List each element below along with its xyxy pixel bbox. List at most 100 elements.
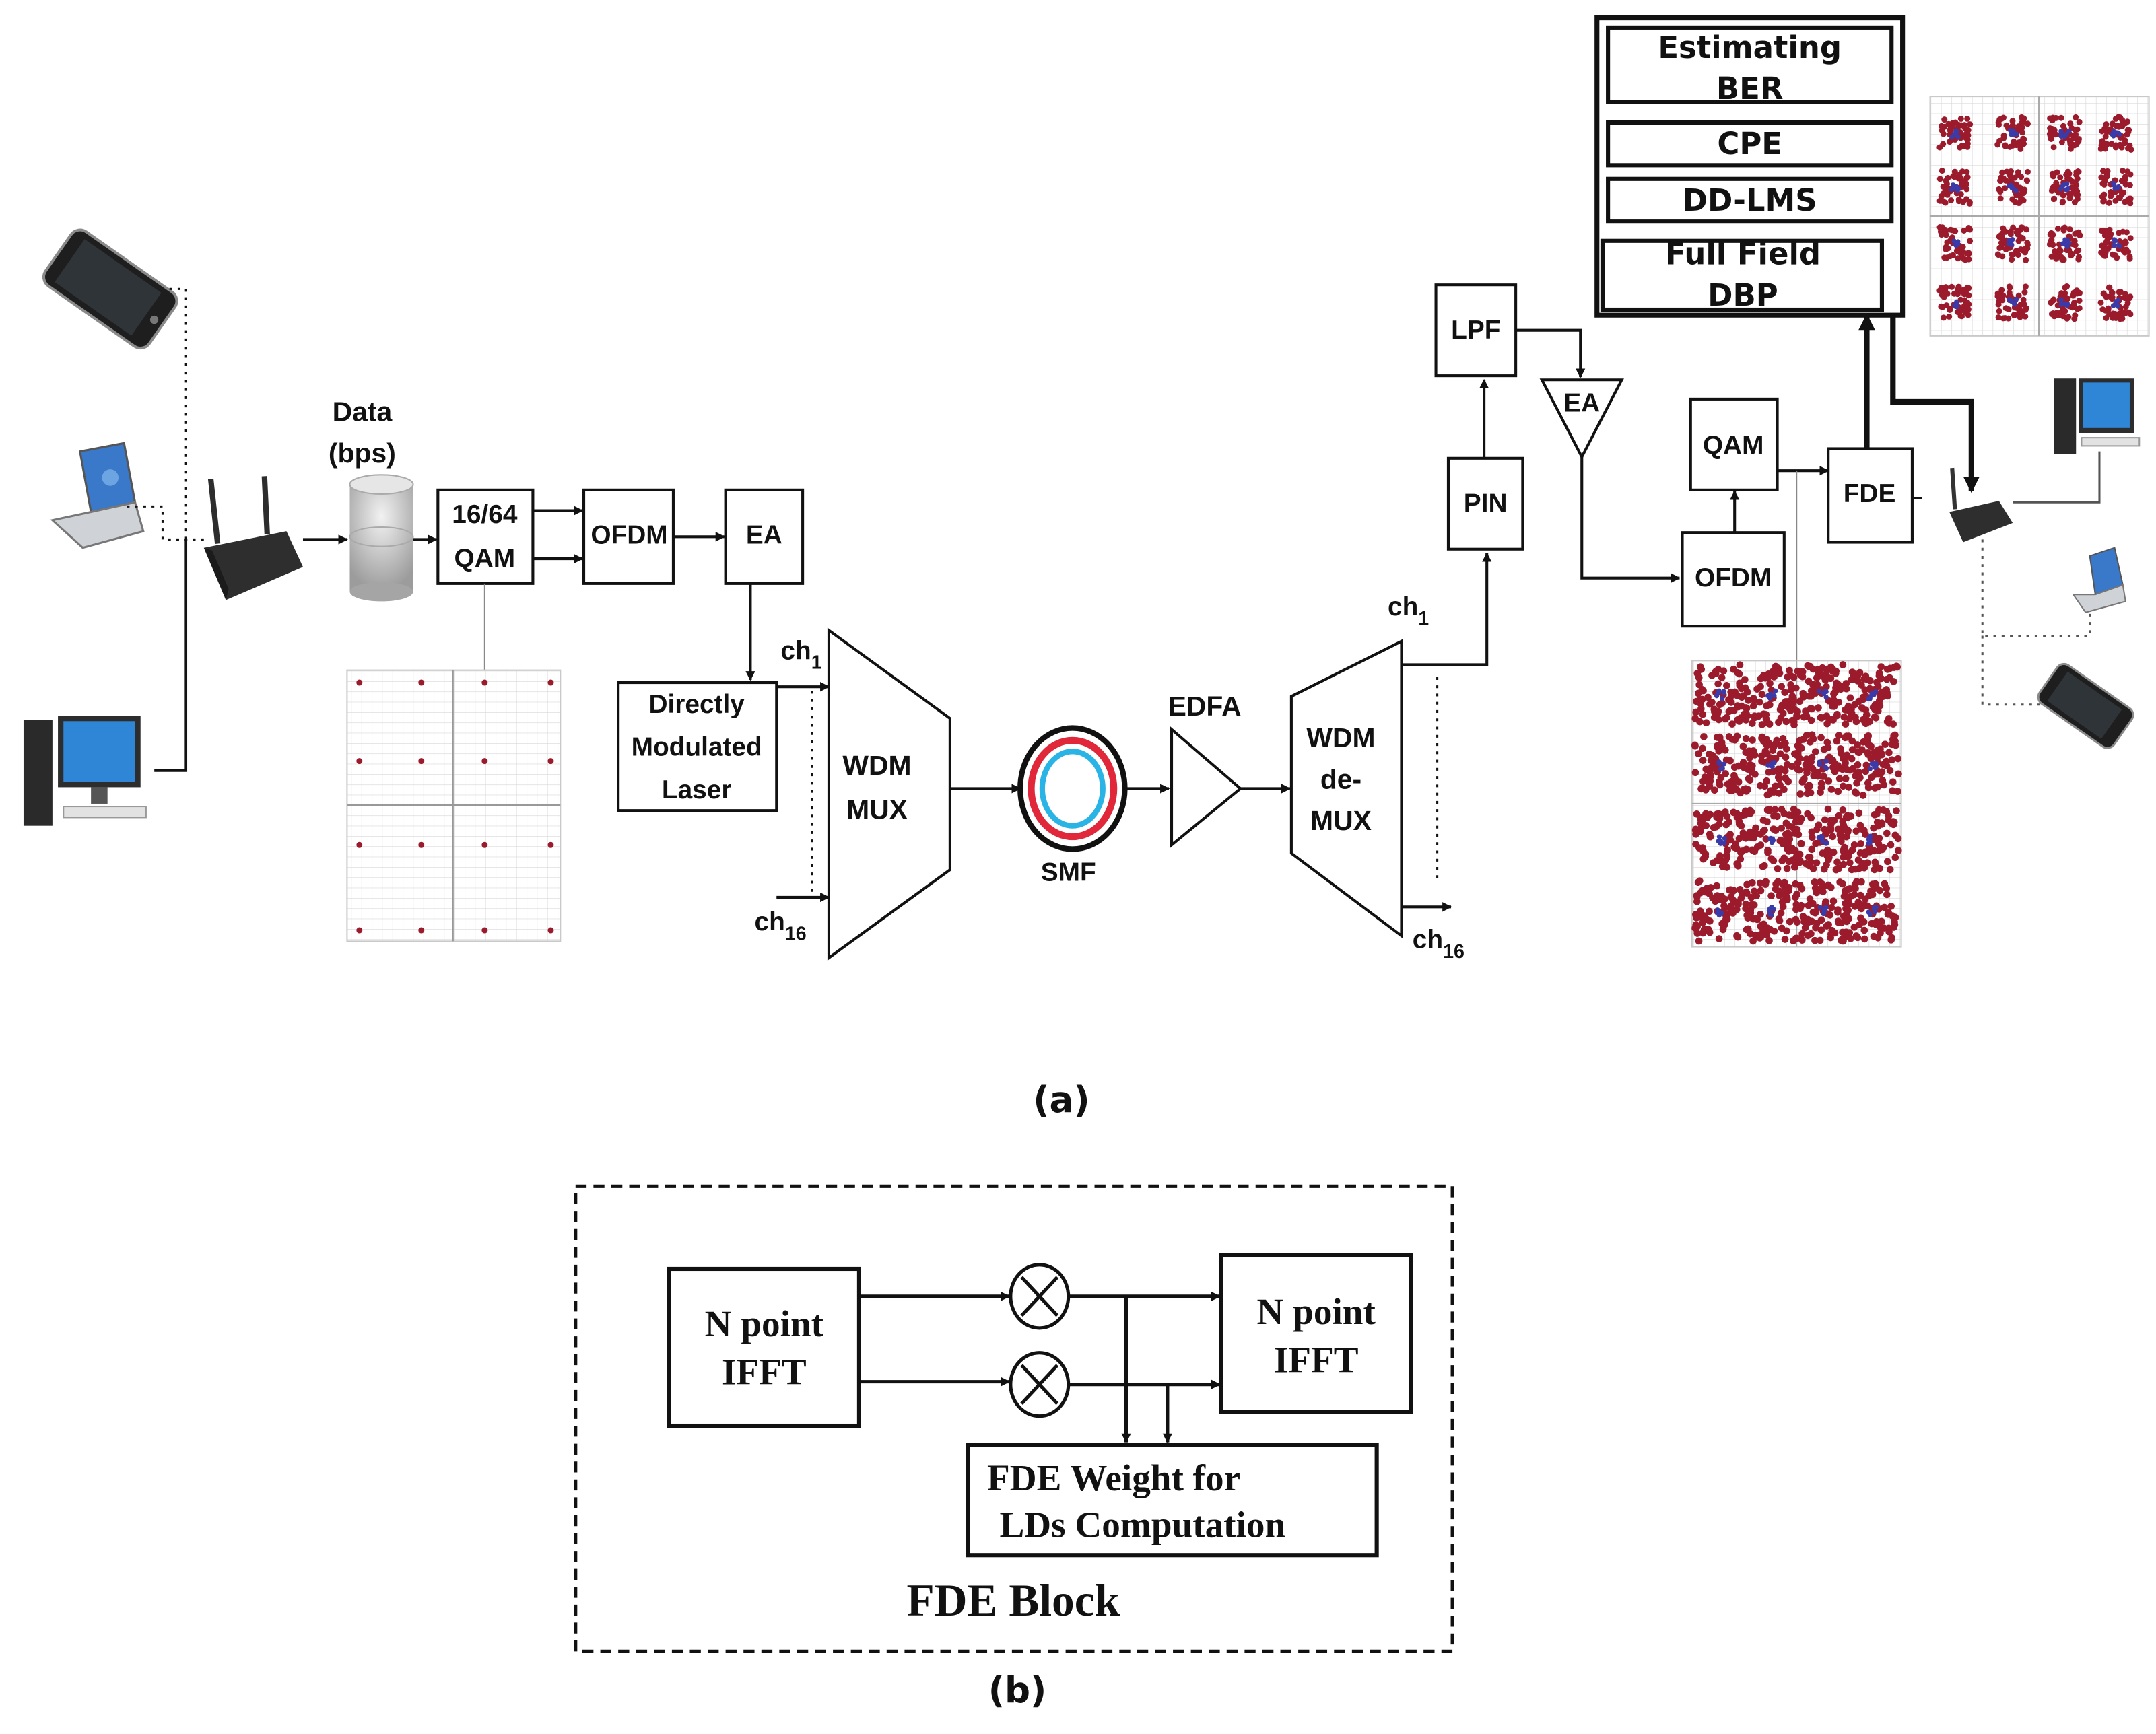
constellation-point [1780,810,1788,817]
constellation-point [1856,849,1864,857]
constellation-point [1807,789,1815,796]
constellation-point [1994,290,2001,297]
constellation-point [1807,687,1815,695]
constellation-point [1999,230,2006,236]
constellation-point [1782,927,1790,935]
constellation-point [1842,680,1850,687]
constellation-point [1893,663,1901,671]
constellation-point [2068,252,2075,259]
constellation-point [1702,853,1709,860]
constellation-point [1831,670,1840,677]
constellation-point [2015,139,2022,146]
constellation-point [2075,138,2082,145]
constellation-point [1954,301,1959,306]
constellation-point [1954,129,1960,135]
constellation-point [2007,284,2013,291]
constellation-point [1940,198,1947,205]
constellation-point [1807,758,1815,765]
constellation-point [1785,835,1792,843]
constellation-point [1942,226,1949,233]
constellation-point [1831,760,1839,767]
constellation-point [1846,859,1854,866]
constellation-point [1706,833,1714,841]
constellation-point [1994,141,2001,148]
constellation-point [1998,240,2005,246]
constellation-point [1843,765,1850,773]
laser-label-line1: Directly [648,690,745,719]
constellation-point [2002,246,2009,252]
constellation-point [1786,666,1793,674]
constellation-point [2002,305,2009,312]
constellation-point [1738,685,1745,693]
constellation-point [356,841,363,848]
constellation-point [1817,689,1822,694]
receiver-router-icon [1949,467,2013,543]
constellation-point [2059,255,2066,262]
received-constellation-plot [1691,660,1902,948]
constellation-point [1786,917,1794,926]
constellation-point [1837,828,1844,836]
dbp-label-line2: DBP [1708,277,1778,313]
constellation-point [1796,671,1805,679]
constellation-point [1805,692,1813,700]
constellation-point [1782,891,1790,899]
constellation-point [1853,878,1860,885]
constellation-point [2104,168,2111,174]
constellation-point [2017,145,2024,152]
constellation-point [1793,712,1800,720]
constellation-point [2111,129,2116,134]
constellation-point [1703,915,1711,924]
constellation-point [1720,902,1728,909]
constellation-point [1759,817,1767,824]
constellation-point [2127,171,2134,178]
constellation-point [1950,173,1957,180]
constellation-point [2111,182,2117,188]
constellation-point [1772,885,1780,893]
constellation-point [1837,745,1844,753]
weight-label-line1: FDE Weight for [987,1457,1240,1498]
constellation-point [2058,114,2064,121]
fde-block-frame [574,1184,1454,1653]
constellation-point [1848,755,1856,763]
constellation-point [481,927,488,934]
constellation-point [2123,246,2130,253]
constellation-point [1807,704,1815,712]
constellation-point [1811,878,1819,886]
constellation-point [1712,823,1720,831]
constellation-point [2066,226,2073,233]
constellation-point [2058,186,2064,192]
constellation-point [1784,829,1792,837]
constellation-point [1941,293,1947,300]
constellation-point [1794,808,1802,817]
tx-constellation-plot [346,669,562,942]
constellation-point [1819,664,1826,672]
constellation-point [1848,676,1856,683]
constellation-point [1864,749,1872,757]
dbp-block [1600,238,1885,312]
constellation-point [1729,782,1737,790]
constellation-point [2077,232,2083,239]
constellation-point [1936,176,1943,182]
constellation-point [1833,737,1841,745]
constellation-point [1850,841,1858,849]
constellation-point [1999,253,2006,260]
constellation-point [1846,929,1854,936]
constellation-point [1842,720,1850,728]
constellation-point [2009,299,2015,304]
constellation-point [1721,746,1729,754]
constellation-point [1843,732,1850,740]
constellation-point [1823,861,1830,869]
constellation-point [1744,748,1751,756]
constellation-point [1694,878,1702,887]
constellation-point [1776,750,1784,758]
constellation-point [1782,774,1789,782]
constellation-point [1793,825,1801,833]
constellation-point [1855,809,1863,817]
constellation-point [2122,137,2128,144]
constellation-point [1947,253,1953,260]
constellation-point [2064,296,2071,302]
constellation-point [1965,127,1972,133]
constellation-point [2018,114,2025,120]
constellation-point [1733,860,1741,868]
constellation-point [1957,115,1964,122]
